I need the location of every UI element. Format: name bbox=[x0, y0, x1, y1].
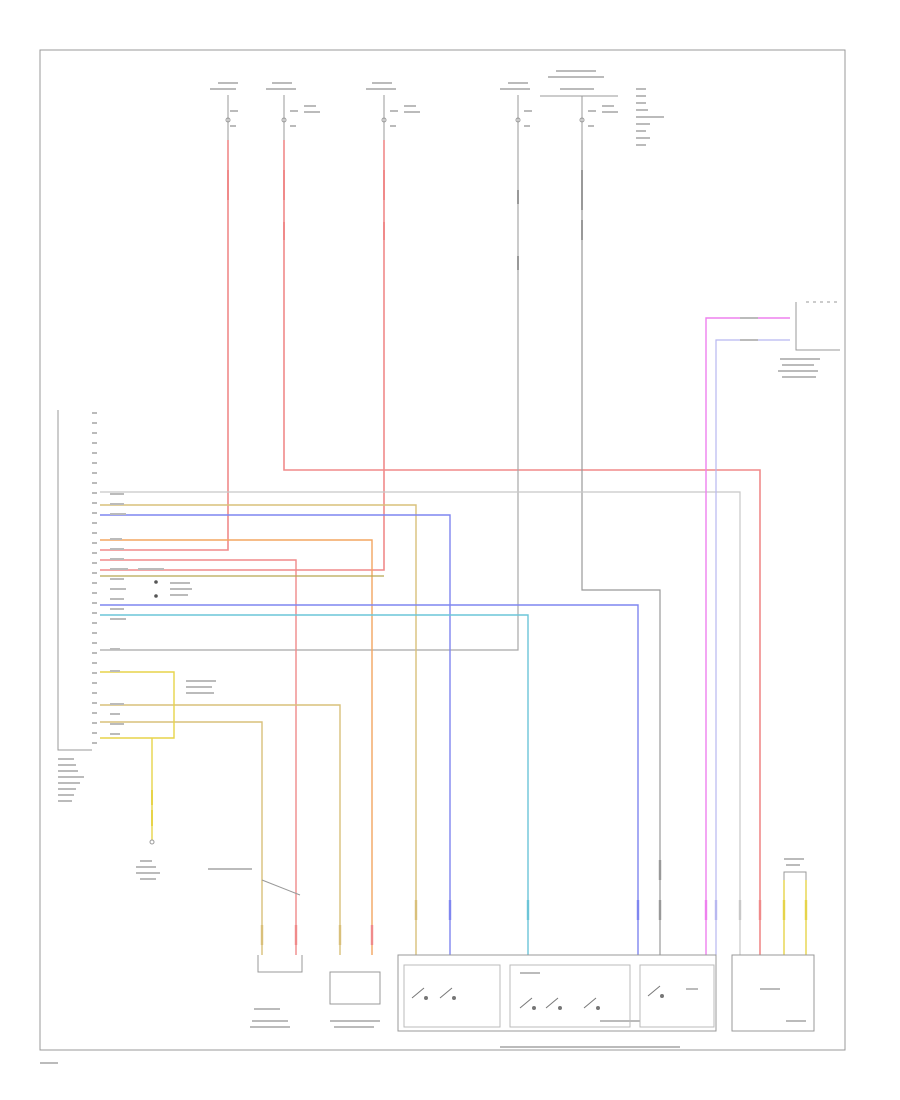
ground-point bbox=[136, 839, 160, 880]
wire-blue-2 bbox=[100, 604, 639, 955]
bottom-label-box bbox=[40, 1062, 58, 1064]
wire-yellow-ground bbox=[100, 671, 175, 840]
wire-tan-3 bbox=[100, 721, 263, 955]
fuse-group-3 bbox=[366, 82, 420, 140]
wire-orange bbox=[100, 539, 373, 955]
diagram-frame bbox=[39, 49, 846, 1051]
wire-red-pair bbox=[100, 559, 297, 955]
wire-tan-2 bbox=[100, 704, 341, 955]
fuse-group-5 bbox=[540, 70, 664, 146]
splice-dot-2 bbox=[154, 594, 158, 598]
fuse-group-4 bbox=[500, 82, 532, 140]
wire-red-b bbox=[283, 140, 761, 955]
wire-teal bbox=[100, 614, 529, 955]
fuse-group-1 bbox=[210, 82, 238, 140]
control-module bbox=[57, 410, 97, 802]
wire-gray-e bbox=[581, 140, 661, 955]
wire-red-c bbox=[100, 140, 385, 571]
connector-marks bbox=[151, 170, 583, 826]
left-switch-component bbox=[208, 868, 303, 1028]
fuse-group-2 bbox=[266, 82, 320, 140]
wire-labels-left bbox=[110, 493, 216, 735]
bottom-module bbox=[397, 954, 815, 1048]
wire-lavender bbox=[715, 339, 790, 955]
wire-blue-1 bbox=[100, 514, 451, 955]
middle-switch-component bbox=[329, 971, 381, 1028]
wire-lightgray-top bbox=[100, 491, 741, 955]
right-sensor bbox=[778, 301, 840, 378]
wire-red-a bbox=[100, 140, 229, 551]
module-name-label bbox=[58, 758, 84, 802]
bottom-connector-ticks bbox=[260, 860, 808, 945]
sensor-wire-labels bbox=[740, 317, 758, 341]
splice-dot-1 bbox=[154, 580, 158, 584]
wire-tan-1 bbox=[100, 504, 417, 955]
small-fuse-right bbox=[783, 858, 807, 955]
wire-magenta bbox=[705, 317, 790, 955]
module-pin-numbers bbox=[92, 412, 97, 744]
wire-gray-d bbox=[100, 140, 519, 651]
